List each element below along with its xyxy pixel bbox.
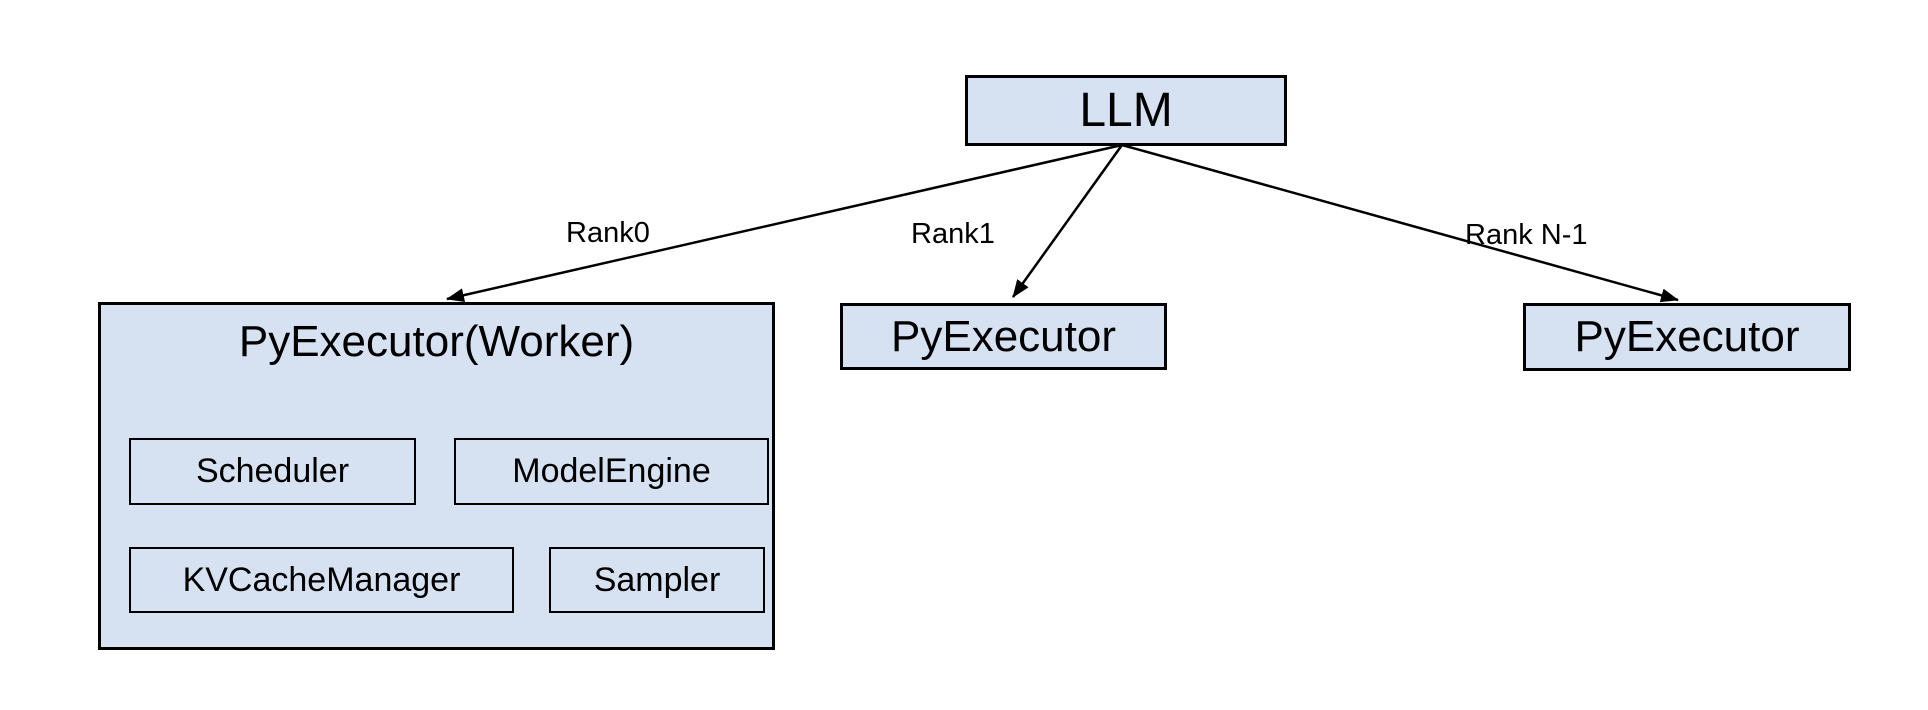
node-pyexecutor-worker: PyExecutor(Worker) Scheduler ModelEngine… (98, 302, 775, 650)
node-pyexecutor-rank1-label: PyExecutor (891, 311, 1116, 361)
edge-rank0-arrow (446, 143, 1123, 303)
node-pyexecutor-rank1: PyExecutor (840, 303, 1167, 370)
node-llm: LLM (965, 75, 1287, 146)
node-pyexecutor-rank-n-1: PyExecutor (1523, 303, 1851, 371)
node-scheduler: Scheduler (129, 438, 416, 505)
node-model-engine: ModelEngine (454, 438, 769, 505)
node-kv-cache-manager-label: KVCacheManager (182, 560, 461, 599)
node-pyexecutor-worker-title: PyExecutor(Worker) (238, 317, 635, 366)
node-pyexecutor-rank-n-1-label: PyExecutor (1574, 312, 1800, 361)
node-kv-cache-manager: KVCacheManager (129, 547, 514, 613)
edge-rank-n-1-arrow (1121, 143, 1679, 303)
edge-label-rank1: Rank1 (911, 218, 995, 250)
node-llm-label: LLM (1079, 84, 1173, 137)
node-scheduler-label: Scheduler (195, 452, 350, 490)
node-sampler-label: Sampler (593, 560, 721, 599)
node-sampler: Sampler (549, 547, 765, 613)
edge-label-rank-n-1: Rank N-1 (1465, 219, 1588, 251)
edge-rank1-arrow (1011, 144, 1124, 298)
node-model-engine-label: ModelEngine (512, 452, 711, 490)
edge-label-rank0: Rank0 (566, 217, 650, 249)
